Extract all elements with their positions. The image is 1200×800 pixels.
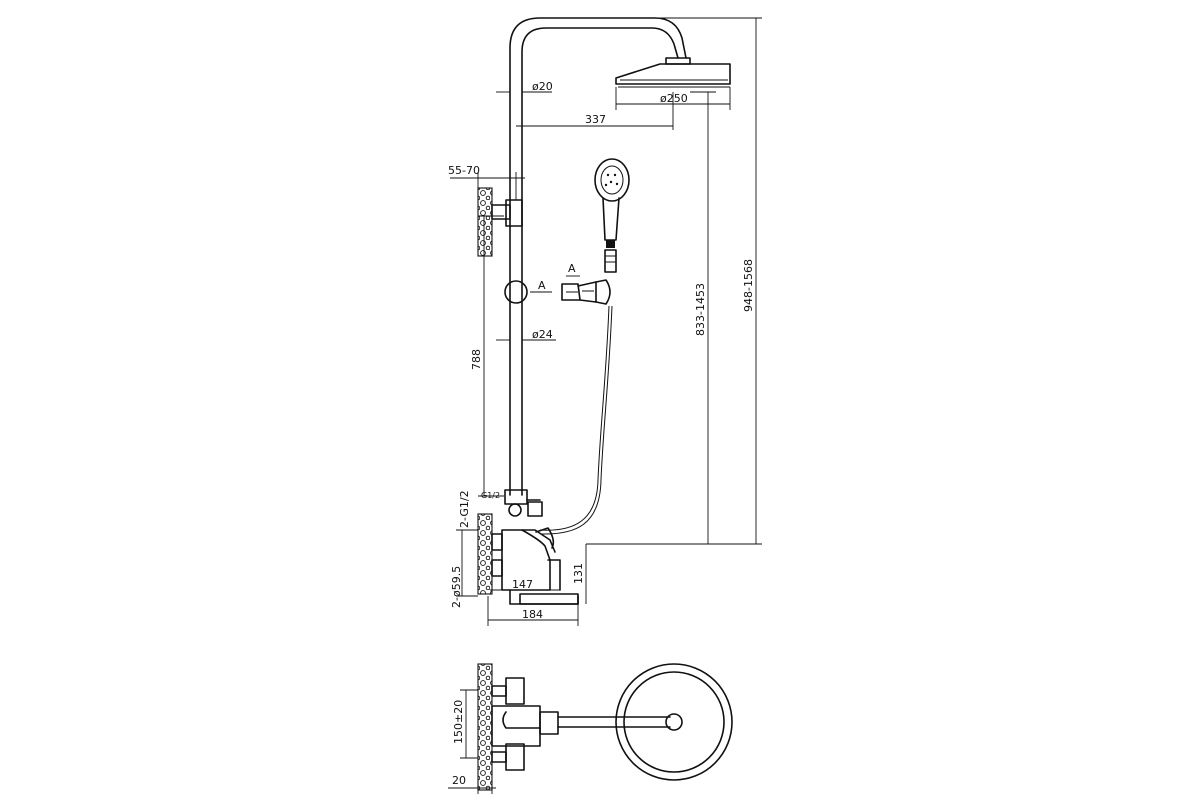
dim-total-height: 948-1568 [540, 17, 762, 544]
dim-arm-length: 337 [516, 92, 674, 130]
dim-wall-distance: 55-70 [448, 164, 525, 200]
label-pipe-diameter: ø20 [532, 80, 553, 93]
dim-flange-diameter: 2-ø59.5 [450, 529, 478, 608]
plan-view: 150±20 20 [448, 663, 733, 794]
label-section-marker: A [568, 262, 576, 275]
label-outlet-thread: G1/2 [481, 491, 500, 500]
slider-clamp [504, 280, 528, 304]
rain-head-plan-inner [623, 671, 725, 773]
dim-pipe-diameter: ø20 [496, 80, 553, 93]
diverter [504, 489, 543, 517]
front-elevation: ø20 337 ø250 55-70 A A [448, 17, 762, 626]
upper-wall-bracket [477, 187, 523, 257]
section-markers: A A [530, 262, 580, 293]
rain-head-plan-outer [615, 663, 733, 781]
mixer-valve [477, 513, 579, 605]
dim-slide-bar-length: 788 [470, 215, 504, 497]
label-slider-marker: A [538, 279, 546, 292]
dim-mixer-depth: 147 [490, 578, 560, 591]
dim-spout-length: 184 [487, 596, 579, 626]
label-inlet-spacing: 150±20 [452, 700, 465, 744]
label-arm-length: 337 [585, 113, 606, 126]
shower-hose [539, 305, 610, 531]
label-mixer-depth: 147 [512, 578, 533, 591]
label-flange-diameter: 2-ø59.5 [450, 566, 463, 608]
dim-head-diameter: ø250 [615, 87, 731, 110]
rain-shower-head [615, 57, 731, 88]
label-head-diameter: ø250 [660, 92, 688, 105]
label-total-height: 948-1568 [742, 259, 755, 312]
label-slide-bar-length: 788 [470, 349, 483, 370]
hand-shower [594, 158, 630, 273]
label-spout-height: 131 [572, 563, 585, 584]
label-bar-diameter: ø24 [532, 328, 553, 341]
dim-inlet-spacing: 150±20 [452, 689, 478, 759]
riser-section [665, 713, 683, 731]
dim-offset: 20 [448, 774, 496, 794]
label-offset: 20 [452, 774, 466, 787]
dim-head-height: 833-1453 [690, 91, 716, 544]
label-wall-distance: 55-70 [448, 164, 480, 177]
dim-bar-diameter: ø24 [496, 328, 556, 341]
label-spout-length: 184 [522, 608, 543, 621]
label-head-height: 833-1453 [694, 283, 707, 336]
hand-shower-holder-section-a [561, 279, 611, 305]
dim-spout-height: 131 [572, 563, 585, 584]
label-inlet-thread: 2-G1/2 [458, 490, 471, 528]
